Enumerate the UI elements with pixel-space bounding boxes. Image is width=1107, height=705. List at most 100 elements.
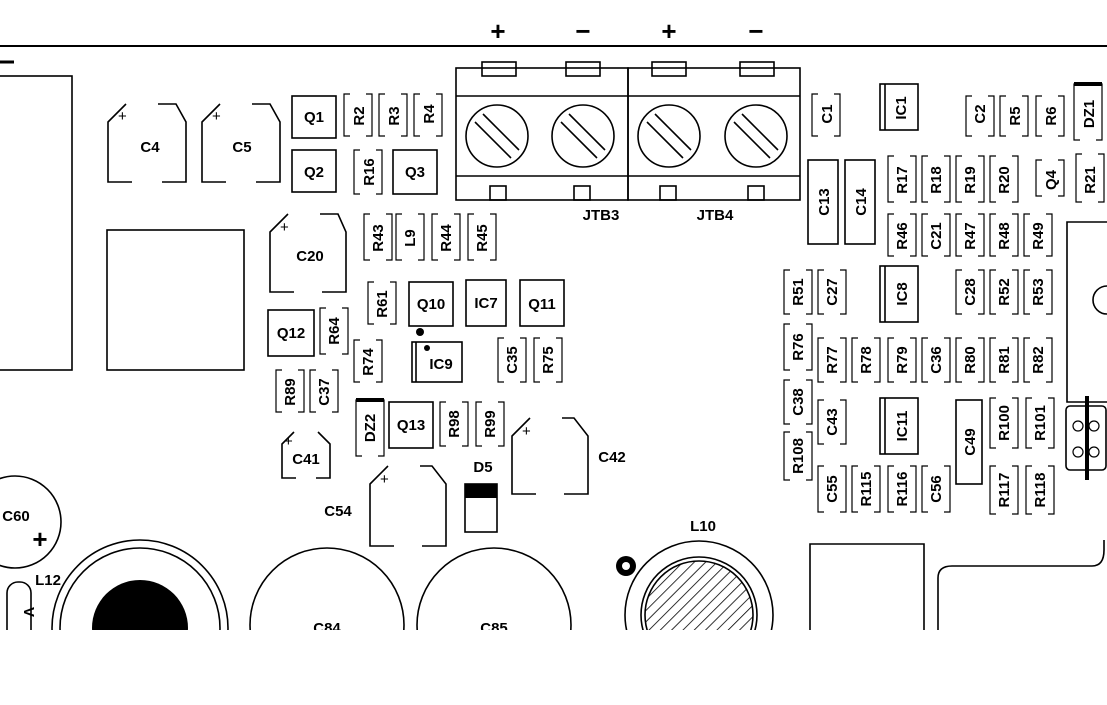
svg-text:R76: R76 <box>790 333 807 361</box>
svg-text:R4: R4 <box>421 104 438 124</box>
resistor-r43: R43 <box>363 213 393 261</box>
resistor-r82: R82 <box>1023 337 1053 383</box>
svg-text:R16: R16 <box>361 158 378 186</box>
resistor-r17: R17 <box>887 155 917 203</box>
svg-text:JTB4: JTB4 <box>697 207 734 224</box>
resistor-r20: R20 <box>989 155 1019 203</box>
svg-text:IC1: IC1 <box>893 96 910 119</box>
capacitor-c42: + C42 <box>511 417 626 495</box>
svg-text:R108: R108 <box>790 438 807 474</box>
polarity-mark-2: − <box>575 16 590 46</box>
resistor-r2: R2 <box>343 93 373 137</box>
svg-text:R101: R101 <box>1032 405 1049 441</box>
svg-text:C28: C28 <box>962 278 979 306</box>
ic-ic8: IC8 <box>879 265 919 323</box>
capacitor-c38: C38 <box>783 379 813 425</box>
svg-text:R77: R77 <box>824 346 841 374</box>
resistor-r74: R74 <box>353 339 383 383</box>
ic-ic7: IC7 <box>465 279 507 327</box>
svg-text:C49: C49 <box>962 428 979 456</box>
svg-text:R46: R46 <box>894 222 911 250</box>
resistor-r4: R4 <box>413 93 443 137</box>
svg-text:+: + <box>32 524 47 554</box>
module-outline-bottom-right <box>937 540 1105 630</box>
svg-text:L9: L9 <box>402 229 419 247</box>
svg-text:R81: R81 <box>996 346 1013 374</box>
capacitor-c36: C36 <box>921 337 951 383</box>
resistor-r5: R5 <box>999 95 1029 137</box>
resistor-r46: R46 <box>887 213 917 257</box>
svg-text:C56: C56 <box>928 475 945 503</box>
transistor-q13: Q13 <box>388 401 434 449</box>
capacitor-c2: C2 <box>965 95 995 137</box>
capacitor-c14: C14 <box>844 159 876 245</box>
ic-ic11: IC11 <box>879 397 919 455</box>
resistor-r3: R3 <box>378 93 408 137</box>
svg-text:IC9: IC9 <box>429 356 452 373</box>
svg-text:Q3: Q3 <box>405 164 425 181</box>
svg-text:R49: R49 <box>1030 222 1047 250</box>
svg-text:IC8: IC8 <box>894 282 911 305</box>
capacitor-c20: + C20 <box>269 213 347 293</box>
transistor-q1: Q1 <box>291 95 337 139</box>
inductor-l9: L9 <box>395 213 425 261</box>
svg-text:R61: R61 <box>374 290 391 318</box>
svg-text:R82: R82 <box>1030 346 1047 374</box>
jumper-pins-right <box>1065 396 1107 480</box>
svg-text:C5: C5 <box>232 139 251 156</box>
svg-text:R47: R47 <box>962 222 979 250</box>
svg-text:C35: C35 <box>504 346 521 374</box>
svg-text:C60: C60 <box>2 508 30 525</box>
svg-text:R115: R115 <box>858 471 875 506</box>
svg-text:C14: C14 <box>853 188 870 216</box>
capacitor-c41: + C41 <box>281 431 331 479</box>
resistor-r101: R101 <box>1025 397 1055 449</box>
svg-text:C38: C38 <box>790 388 807 416</box>
svg-text:C37: C37 <box>316 378 333 406</box>
capacitor-c21: C21 <box>921 213 951 257</box>
svg-text:C55: C55 <box>824 475 841 503</box>
svg-text:C42: C42 <box>598 449 626 466</box>
polarity-mark-1: + <box>490 16 505 46</box>
resistor-r89: R89 <box>275 369 305 413</box>
capacitor-c4: + C4 <box>107 103 187 183</box>
resistor-r108: R108 <box>783 431 813 481</box>
resistor-r75: R75 <box>533 337 563 383</box>
svg-text:R74: R74 <box>360 348 377 376</box>
capacitor-c56: C56 <box>921 465 951 513</box>
svg-text:R100: R100 <box>996 405 1013 441</box>
diode-d5: D5 <box>464 459 498 533</box>
capacitor-c43: C43 <box>817 399 847 445</box>
svg-text:+: + <box>380 471 389 488</box>
svg-text:Q2: Q2 <box>304 164 324 181</box>
svg-text:R118: R118 <box>1032 472 1049 507</box>
resistor-r116: R116 <box>887 465 917 513</box>
svg-text:D5: D5 <box>473 459 492 476</box>
svg-text:R17: R17 <box>894 166 911 194</box>
svg-text:+: + <box>280 219 289 236</box>
capacitor-c55: C55 <box>817 465 847 513</box>
zener-dz2: DZ2 <box>355 398 385 457</box>
svg-text:R64: R64 <box>326 317 343 345</box>
svg-text:R51: R51 <box>790 278 807 306</box>
svg-text:C2: C2 <box>972 104 989 123</box>
resistor-r45: R45 <box>467 213 497 261</box>
capacitor-c27: C27 <box>817 269 847 315</box>
svg-text:V: V <box>20 607 37 617</box>
resistor-r78: R78 <box>851 337 881 383</box>
resistor-r6: R6 <box>1035 95 1065 137</box>
svg-text:R78: R78 <box>858 346 875 374</box>
capacitor-c1: C1 <box>811 93 841 137</box>
svg-text:R48: R48 <box>996 222 1013 250</box>
svg-text:R2: R2 <box>351 106 368 125</box>
svg-text:DZ2: DZ2 <box>362 414 379 442</box>
svg-text:R116: R116 <box>894 471 911 506</box>
svg-text:C43: C43 <box>824 408 841 436</box>
svg-text:R20: R20 <box>996 166 1013 194</box>
svg-text:R6: R6 <box>1043 106 1060 125</box>
terminal-block-jtb4: JTB4 <box>627 61 801 224</box>
connector-arc-right <box>1092 285 1107 315</box>
module-outline-bottom <box>809 543 925 630</box>
svg-text:R21: R21 <box>1082 166 1099 194</box>
